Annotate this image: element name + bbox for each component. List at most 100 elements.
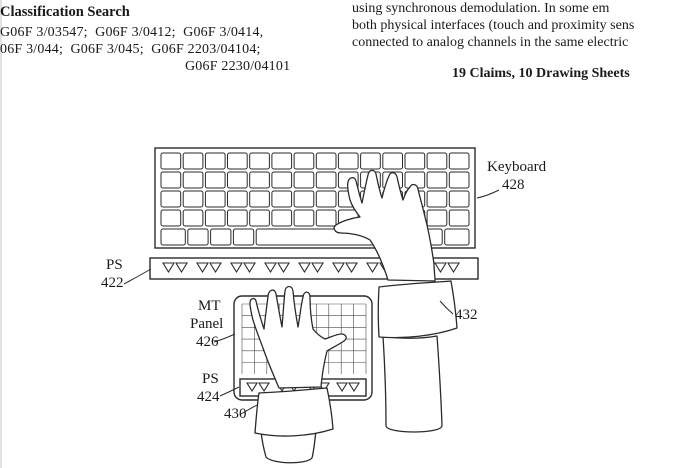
keyboard-key bbox=[182, 209, 204, 227]
claims-line: 19 Claims, 10 Drawing Sheets bbox=[452, 66, 630, 81]
sensor-triangle bbox=[196, 262, 209, 274]
keyboard-key bbox=[204, 152, 226, 170]
keyboard-key bbox=[271, 171, 293, 189]
sensor-triangle bbox=[348, 382, 360, 393]
keyboard-leader-line bbox=[476, 189, 500, 199]
keyboard-key bbox=[249, 171, 270, 189]
abstract-section: using synchronous demodulation. In some … bbox=[352, 0, 700, 51]
ps-bottom-label: PS bbox=[202, 371, 219, 387]
keyboard-key bbox=[426, 152, 448, 170]
keyboard-key bbox=[426, 209, 448, 227]
keyboard-key bbox=[204, 209, 226, 227]
keyboard-key bbox=[426, 190, 448, 208]
keyboard-key bbox=[293, 209, 315, 227]
sensor-triangle bbox=[175, 262, 188, 274]
sensor-triangle bbox=[230, 262, 243, 274]
sensor-triangle bbox=[311, 262, 324, 274]
abstract-line-2: both physical interfaces (touch and prox… bbox=[352, 18, 635, 33]
keyboard-key bbox=[249, 190, 270, 208]
mt-panel-ref: 426 bbox=[196, 334, 219, 350]
mt-panel-label-line2: Panel bbox=[190, 316, 223, 332]
keyboard-key bbox=[227, 171, 248, 189]
keyboard-key bbox=[160, 209, 182, 227]
keyboard-key bbox=[315, 152, 337, 170]
keyboard-key bbox=[160, 228, 186, 246]
keyboard-key bbox=[444, 228, 470, 246]
keyboard-ref: 428 bbox=[502, 177, 525, 193]
sensor-triangle bbox=[258, 382, 270, 393]
keyboard-key bbox=[249, 152, 270, 170]
keyboard-key bbox=[204, 171, 226, 189]
left-hand-group bbox=[249, 285, 347, 464]
keyboard-key bbox=[293, 190, 315, 208]
right-forearm bbox=[382, 335, 443, 433]
sensor-triangle bbox=[298, 262, 311, 274]
keyboard-key bbox=[360, 152, 381, 170]
right-hand-group bbox=[333, 169, 458, 433]
mt-panel-label-line1: MT bbox=[198, 298, 221, 314]
mt-panel-leader-line bbox=[213, 333, 236, 343]
keyboard-key bbox=[426, 171, 448, 189]
keyboard-key bbox=[271, 209, 293, 227]
sensor-triangle bbox=[366, 262, 379, 274]
keyboard-key bbox=[227, 209, 248, 227]
sensor-triangle bbox=[332, 262, 345, 274]
sensor-triangle bbox=[246, 382, 258, 393]
keyboard-key bbox=[271, 152, 293, 170]
keyboard-key bbox=[382, 152, 403, 170]
ps-bottom-leader-line bbox=[219, 386, 240, 397]
keyboard-key bbox=[204, 190, 226, 208]
keyboard-key bbox=[160, 171, 182, 189]
page-left-edge bbox=[0, 0, 2, 468]
sensor-triangle bbox=[209, 262, 222, 274]
left-hand bbox=[249, 285, 347, 389]
keyboard-key bbox=[315, 190, 337, 208]
classification-line-2: 06F 3/044; G06F 3/045; G06F 2203/04104; bbox=[0, 42, 261, 57]
sensor-triangle bbox=[277, 262, 290, 274]
sensor-triangle bbox=[447, 262, 460, 274]
keyboard-key bbox=[182, 152, 204, 170]
keyboard-key bbox=[448, 152, 470, 170]
keyboard-key bbox=[249, 209, 270, 227]
keyboard-key bbox=[315, 209, 337, 227]
right-hand bbox=[333, 169, 436, 282]
keyboard-key bbox=[315, 171, 337, 189]
ps-top-label: PS bbox=[106, 257, 123, 273]
abstract-line-1: using synchronous demodulation. In some … bbox=[352, 1, 610, 16]
right-hand-leader-line bbox=[439, 300, 454, 315]
classification-line-1: G06F 3/03547; G06F 3/0412; G06F 3/0414, bbox=[0, 25, 264, 40]
ps-strip-top-sensors bbox=[162, 262, 460, 274]
sensor-triangle bbox=[336, 382, 348, 393]
ps-top-ref: 422 bbox=[101, 275, 124, 291]
ps-bottom-ref: 424 bbox=[197, 389, 220, 405]
left-sleeve-cuff bbox=[254, 387, 334, 437]
keyboard-key bbox=[337, 152, 359, 170]
left-hand-ref: 430 bbox=[224, 406, 247, 422]
abstract-line-3: connected to analog channels in the same… bbox=[352, 35, 629, 50]
sensor-triangle bbox=[264, 262, 277, 274]
keyboard-key bbox=[293, 171, 315, 189]
right-hand-ref: 432 bbox=[455, 307, 478, 323]
sensor-triangle bbox=[243, 262, 256, 274]
keyboard-key bbox=[448, 171, 470, 189]
keyboard-key bbox=[182, 171, 204, 189]
keyboard-key bbox=[404, 152, 426, 170]
classification-section: Classification Search G06F 3/03547; G06F… bbox=[0, 4, 348, 75]
keyboard-key bbox=[448, 190, 470, 208]
keyboard-key bbox=[210, 228, 232, 246]
keyboard-key bbox=[182, 190, 204, 208]
classification-line-3: G06F 2230/04101 bbox=[185, 59, 291, 74]
keyboard-key bbox=[227, 190, 248, 208]
patent-figure: Keyboard 428 PS 422 MT Panel 426 PS 424 … bbox=[101, 147, 547, 464]
keyboard-key bbox=[187, 228, 209, 246]
classification-heading: Classification Search bbox=[0, 4, 130, 20]
keyboard-key bbox=[160, 190, 182, 208]
keyboard-label: Keyboard bbox=[487, 159, 547, 175]
keyboard-key bbox=[293, 152, 315, 170]
ps-top-leader-line bbox=[123, 268, 152, 285]
keyboard-key bbox=[160, 152, 182, 170]
right-sleeve-cuff bbox=[377, 280, 458, 339]
keyboard-key bbox=[227, 152, 248, 170]
sensor-triangle bbox=[434, 262, 447, 274]
